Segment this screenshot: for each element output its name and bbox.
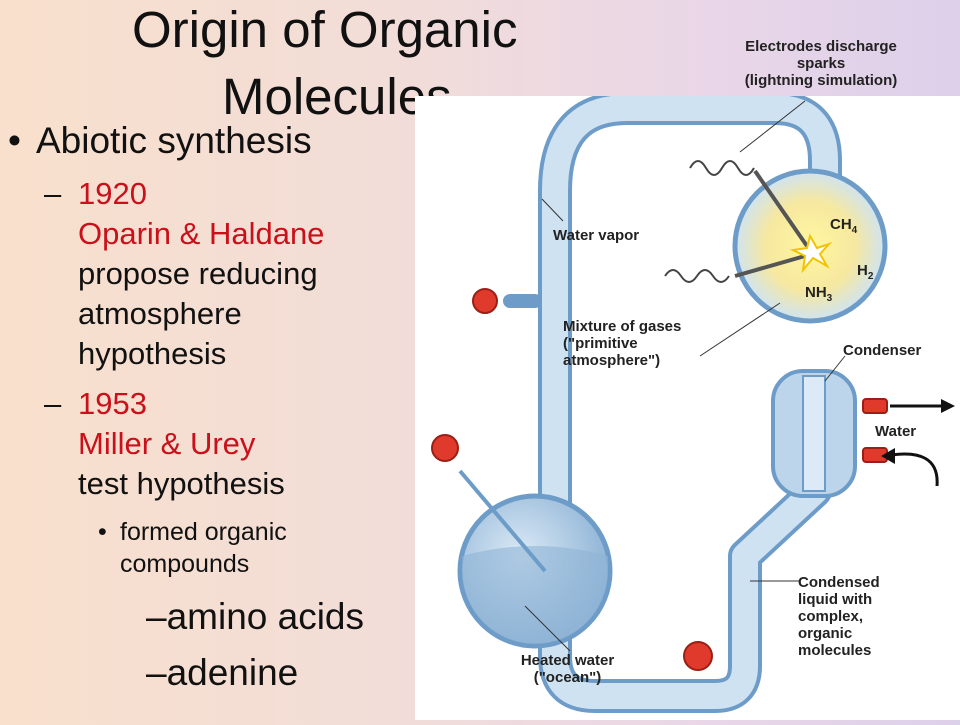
condensed-line1: Condensed (798, 574, 880, 591)
item1-line1: propose reducing (78, 256, 318, 291)
adenine: –adenine (146, 652, 299, 693)
mixture-line1: Mixture of gases (563, 318, 682, 335)
mixture-line2: ("primitive (563, 335, 638, 352)
bullet-dot: • (8, 120, 21, 161)
electrodes-line1: Electrodes discharge (745, 38, 897, 55)
flask-inlet (458, 469, 547, 573)
item1-line2: atmosphere (78, 296, 242, 331)
bullet-formed: formed organic compounds (120, 516, 287, 580)
water-in-arrow (884, 452, 939, 487)
formed-line2: compounds (120, 550, 250, 578)
water-label: Water (875, 423, 917, 440)
bullet-1920: 1920 Oparin & Haldane propose reducing a… (78, 174, 324, 374)
condensed-line2: liquid with (798, 591, 873, 608)
spark (789, 233, 833, 274)
stopcocks (431, 288, 888, 671)
bullet-dot: • (98, 518, 107, 546)
mixture-line3: atmosphere") (563, 352, 661, 369)
leader-lines (524, 100, 846, 652)
formed-line1: formed organic (120, 518, 287, 546)
ocean-water (462, 546, 608, 644)
title-line-1: Origin of Organic (132, 1, 518, 58)
electrode-top (753, 169, 809, 248)
title-line-2: Molecules (222, 68, 452, 125)
water-vapor-label: Water vapor (553, 227, 640, 244)
item1-line3: hypothesis (78, 336, 227, 371)
condensed-line3: complex, (798, 608, 864, 625)
dash-marker: – (44, 176, 62, 211)
condensed-line4: organic (798, 625, 853, 642)
amino-acids: –amino acids (146, 596, 365, 637)
apparatus-drawing (431, 91, 955, 713)
methane-label: CH4 (830, 216, 858, 236)
year-1920: 1920 (78, 176, 147, 211)
bullet-main: • Abiotic synthesis (8, 120, 312, 162)
dash-marker: – (44, 386, 62, 421)
condensed-line5: molecules (798, 642, 872, 659)
heated-line2: ("ocean") (533, 669, 602, 686)
year-1953: 1953 (78, 386, 147, 421)
electrodes-label: Electrodes discharge sparks (lightning s… (696, 38, 946, 89)
hydrogen-label: H2 (857, 262, 874, 282)
electrodes-line2: sparks (796, 55, 846, 72)
bullet-main-text: Abiotic synthesis (36, 120, 312, 161)
heated-line1: Heated water (520, 652, 615, 669)
condenser-label: Condenser (843, 342, 922, 359)
miller-urey: Miller & Urey (78, 426, 256, 461)
glass-tubing (503, 91, 842, 713)
ammonia-label: NH3 (805, 284, 833, 304)
oparin-haldane: Oparin & Haldane (78, 216, 325, 251)
electrodes-line3: (lightning simulation) (744, 72, 898, 89)
condenser-tube (802, 375, 826, 492)
item2-line1: test hypothesis (78, 466, 285, 501)
miller-urey-apparatus: Electrodes discharge sparks (lightning s… (415, 38, 960, 720)
mixture-label: Mixture of gases ("primitive atmosphere"… (563, 318, 681, 369)
electrode-bottom (734, 254, 806, 278)
wire-bottom (664, 269, 730, 283)
bullet-1953: 1953 Miller & Urey test hypothesis (78, 384, 285, 504)
condensed-label: Condensed liquid with complex, organic m… (798, 574, 880, 659)
wire-top (689, 160, 755, 176)
heated-water-label: Heated water ("ocean") (495, 652, 640, 686)
